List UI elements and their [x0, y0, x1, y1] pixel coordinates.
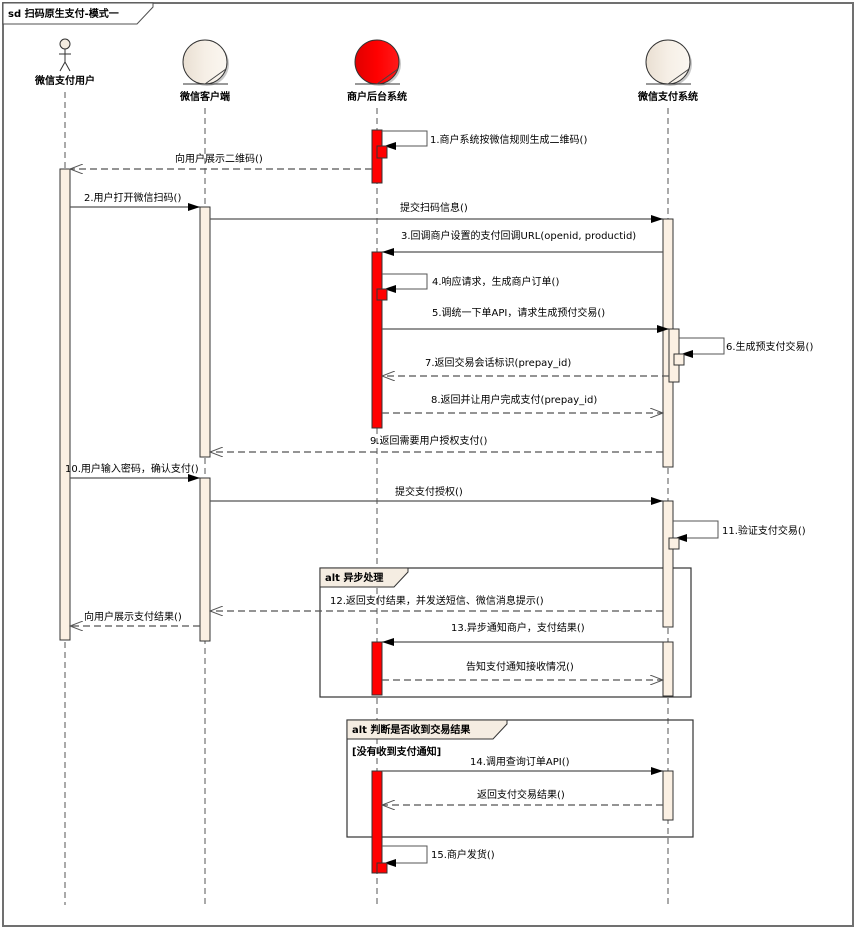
lifeline-name: 商户后台系统	[347, 90, 407, 103]
fragment-title: alt 异步处理	[325, 571, 383, 584]
entity-icon	[182, 39, 229, 86]
activation-bar-user	[59, 168, 71, 641]
message-m11[interactable]: 11.验证支付交易()	[673, 520, 806, 542]
message-label: 5.调统一下单API，请求生成预付交易()	[432, 306, 605, 319]
fragment-border	[346, 719, 694, 838]
message-label: 向用户展示支付结果()	[84, 610, 182, 623]
message-label: 提交扫码信息()	[400, 201, 468, 214]
message-m9[interactable]: 9.返回需要用户授权支付()	[210, 434, 663, 452]
activation-bar-merchant	[371, 770, 383, 874]
fragment-alt1[interactable]: alt 异步处理	[319, 567, 692, 698]
lifeline-name: 微信客户端	[179, 90, 230, 103]
activation-bar-wxpay	[662, 770, 674, 821]
message-m10a[interactable]: 提交支付授权()	[210, 485, 663, 505]
activation-bar-client	[199, 206, 211, 458]
lifeline-name: 微信支付系统	[637, 90, 698, 103]
nested-activation-merchant	[376, 145, 388, 159]
message-m1[interactable]: 1.商户系统按微信规则生成二维码()	[382, 130, 587, 150]
message-m14[interactable]: 14.调用查询订单API()	[382, 755, 663, 775]
self-message-arrow	[382, 845, 428, 867]
message-label: 12.返回支付结果，并发送短信、微信消息提示()	[330, 594, 544, 607]
nested-activation-merchant	[376, 288, 388, 301]
nested-activation-merchant	[376, 862, 388, 874]
self-message-arrow	[679, 337, 725, 358]
message-m7[interactable]: 7.返回交易会话标识(prepay_id)	[382, 356, 669, 376]
message-m14r[interactable]: 返回支付交易结果()	[382, 788, 663, 805]
frame-title-tab	[2, 2, 154, 25]
message-label: 13.异步通知商户，支付结果()	[451, 621, 585, 634]
message-m10[interactable]: 10.用户输入密码，确认支付()	[65, 462, 200, 482]
activation-bar-client	[199, 477, 211, 642]
entity-icon	[354, 39, 401, 86]
fragment-alt2[interactable]: alt 判断是否收到交易结果 [没有收到支付通知]	[346, 719, 694, 838]
activation-bar-wxpay	[662, 641, 674, 697]
message-label: 7.返回交易会话标识(prepay_id)	[425, 356, 571, 369]
activation-bar-merchant	[371, 251, 383, 429]
self-message-arrow	[673, 520, 719, 542]
message-label: 9.返回需要用户授权支付()	[370, 434, 487, 447]
lifeline-name: 微信支付用户	[34, 74, 95, 87]
message-m1r[interactable]: 向用户展示二维码()	[70, 152, 372, 169]
message-label: 向用户展示二维码()	[175, 152, 263, 165]
message-label: 15.商户发货()	[431, 848, 495, 861]
message-m15[interactable]: 15.商户发货()	[382, 845, 495, 867]
message-m12[interactable]: 12.返回支付结果，并发送短信、微信消息提示()	[210, 594, 663, 611]
message-m13r[interactable]: 告知支付通知接收情况()	[382, 660, 663, 680]
message-label: 11.验证支付交易()	[722, 524, 806, 537]
combined-fragments: alt 异步处理 alt 判断是否收到交易结果 [没有收到支付通知]	[319, 567, 694, 838]
message-label: 返回支付交易结果()	[477, 788, 565, 801]
fragment-border	[319, 567, 692, 698]
message-m3[interactable]: 3.回调商户设置的支付回调URL(openid, productid)	[382, 229, 663, 256]
message-m13[interactable]: 13.异步通知商户，支付结果()	[382, 621, 663, 646]
message-label: 8.返回并让用户完成支付(prepay_id)	[431, 393, 597, 406]
message-m2a[interactable]: 提交扫码信息()	[210, 201, 663, 223]
message-label: 1.商户系统按微信规则生成二维码()	[430, 133, 587, 146]
fragment-title: alt 判断是否收到交易结果	[352, 723, 471, 736]
actor-icon	[59, 38, 71, 72]
message-label: 3.回调商户设置的支付回调URL(openid, productid)	[401, 229, 636, 242]
message-m5[interactable]: 5.调统一下单API，请求生成预付交易()	[382, 306, 669, 333]
fragment-tab	[346, 719, 508, 740]
message-label: 告知支付通知接收情况()	[466, 660, 574, 673]
message-label: 6.生成预支付交易()	[726, 340, 813, 353]
message-label: 提交支付授权()	[395, 485, 463, 498]
nested-activation-wxpay	[668, 537, 680, 550]
fragment-guard: [没有收到支付通知]	[352, 745, 441, 758]
message-label: 2.用户打开微信扫码()	[84, 191, 181, 204]
message-m8[interactable]: 8.返回并让用户完成支付(prepay_id)	[382, 393, 663, 413]
message-m2[interactable]: 2.用户打开微信扫码()	[70, 191, 200, 211]
nested-activation-wxpay	[673, 353, 685, 366]
message-m6[interactable]: 6.生成预支付交易()	[679, 337, 813, 358]
entity-icon	[645, 39, 692, 86]
self-message-arrow	[382, 273, 428, 293]
message-label: 14.调用查询订单API()	[470, 755, 570, 768]
activation-bar-merchant	[371, 641, 383, 696]
frame-title: sd 扫码原生支付-模式一	[8, 7, 119, 20]
messages: 1.商户系统按微信规则生成二维码() 向用户展示二维码() 2.用户打开微信扫码()…	[65, 130, 813, 874]
message-label: 4.响应请求，生成商户订单()	[432, 275, 559, 288]
message-label: 10.用户输入密码，确认支付()	[65, 462, 199, 475]
activation-bar-wxpay	[662, 500, 674, 628]
message-m12a[interactable]: 向用户展示支付结果()	[70, 610, 200, 626]
self-message-arrow	[382, 130, 428, 150]
fragment-tab	[319, 567, 409, 588]
message-m4[interactable]: 4.响应请求，生成商户订单()	[382, 273, 559, 293]
